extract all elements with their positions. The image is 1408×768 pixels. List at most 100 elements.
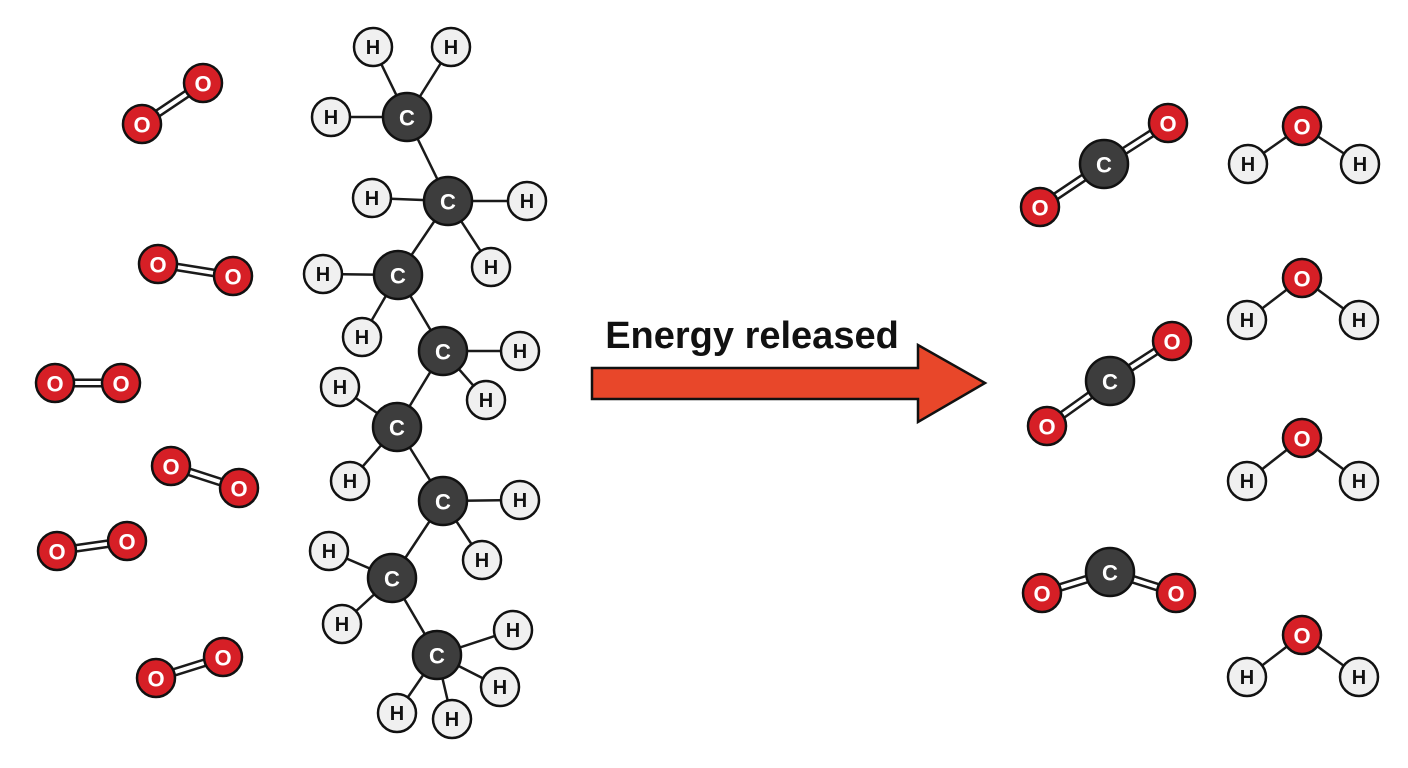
o2-5-oxygen-b-symbol: O [118, 530, 135, 555]
octane-hydrogen-2-1-symbol: H [365, 188, 379, 210]
o2-1-oxygen-a-symbol: O [133, 113, 150, 138]
octane-hydrogen-5-2-symbol: H [343, 471, 357, 493]
octane-hydrogen-6-2: H [461, 539, 503, 581]
h2o-4-hydrogen-1-symbol: H [1240, 667, 1254, 689]
octane-hydrogen-7-1: H [308, 530, 350, 572]
co2-1-carbon-circle [1078, 138, 1130, 190]
o2-3-oxygen-b: O [100, 362, 142, 404]
octane-hydrogen-8-3-circle [376, 692, 418, 734]
arrow-label: Energy released [605, 315, 899, 357]
o2-5-oxygen-a-symbol: O [48, 540, 65, 565]
octane-carbon-7: C [366, 552, 418, 604]
octane-hydrogen-1-3-symbol: H [324, 107, 338, 129]
co2-1-oxygen-1-circle [1019, 186, 1061, 228]
octane-carbon-5-symbol: C [389, 416, 405, 441]
octane-hydrogen-1-2-symbol: H [444, 37, 458, 59]
h2o-2-oxygen: O [1281, 257, 1323, 299]
h2o-3-hydrogen-2-symbol: H [1352, 471, 1366, 493]
octane-carbon-4: C [417, 325, 469, 377]
co2-2-oxygen-2: O [1151, 320, 1193, 362]
octane-carbon-8-symbol: C [429, 644, 445, 669]
octane-hydrogen-7-1-circle [308, 530, 350, 572]
o2-3-oxygen-a-circle [34, 362, 76, 404]
o2-6-oxygen-a: O [135, 657, 177, 699]
h2o-3-hydrogen-1-circle [1226, 460, 1268, 502]
octane-hydrogen-3-1-symbol: H [316, 264, 330, 286]
o2-3-oxygen-b-circle [100, 362, 142, 404]
octane-hydrogen-8-4-circle [431, 698, 473, 740]
octane-hydrogen-8-1-symbol: H [506, 620, 520, 642]
h2o-3-oxygen: O [1281, 417, 1323, 459]
octane-hydrogen-2-3: H [470, 246, 512, 288]
octane-hydrogen-5-2: H [329, 460, 371, 502]
octane-hydrogen-8-1-circle [492, 609, 534, 651]
h2o-4-hydrogen-1: H [1226, 656, 1268, 698]
co2-2-oxygen-1-circle [1026, 405, 1068, 447]
h2o-4-oxygen-symbol: O [1293, 624, 1310, 649]
octane-hydrogen-6-2-symbol: H [475, 550, 489, 572]
h2o-4-hydrogen-2: H [1338, 656, 1380, 698]
h2o-4-oxygen: O [1281, 614, 1323, 656]
co2-1-carbon: C [1078, 138, 1130, 190]
octane-hydrogen-8-4-symbol: H [445, 709, 459, 731]
co2-1-oxygen-1-symbol: O [1031, 196, 1048, 221]
octane-hydrogen-4-1-symbol: H [513, 341, 527, 363]
octane-carbon-8: C [411, 629, 463, 681]
octane-hydrogen-5-1: H [319, 366, 361, 408]
co2-3-oxygen-2-circle [1155, 572, 1197, 614]
octane-carbon-6-circle [417, 475, 469, 527]
co2-3-oxygen-2: O [1155, 572, 1197, 614]
octane-hydrogen-2-2: H [506, 180, 548, 222]
o2-4-oxygen-b-symbol: O [230, 477, 247, 502]
h2o-3-oxygen-symbol: O [1293, 427, 1310, 452]
h2o-1-hydrogen-2-symbol: H [1353, 154, 1367, 176]
octane-hydrogen-6-1-symbol: H [513, 490, 527, 512]
octane-hydrogen-3-2-circle [341, 316, 383, 358]
h2o-3-hydrogen-2-circle [1338, 460, 1380, 502]
h2o-1-hydrogen-2: H [1339, 143, 1381, 185]
octane-carbon-2-circle [422, 175, 474, 227]
octane-hydrogen-6-1-circle [499, 479, 541, 521]
reaction-arrow: Energy released [590, 315, 988, 425]
octane-hydrogen-7-2: H [321, 603, 363, 645]
octane-hydrogen-8-2-circle [479, 666, 521, 708]
octane-carbon-5-circle [371, 401, 423, 453]
h2o-4-oxygen-circle [1281, 614, 1323, 656]
octane-hydrogen-8-1: H [492, 609, 534, 651]
o2-4-oxygen-b: O [218, 467, 260, 509]
co2-1-oxygen-2-circle [1147, 102, 1189, 144]
o2-1-oxygen-a-circle [121, 103, 163, 145]
h2o-1-oxygen: O [1281, 105, 1323, 147]
octane-hydrogen-1-3-circle [310, 96, 352, 138]
co2-1-oxygen-1: O [1019, 186, 1061, 228]
co2-2-carbon: C [1084, 355, 1136, 407]
co2-1-oxygen-2: O [1147, 102, 1189, 144]
o2-6-oxygen-a-symbol: O [147, 667, 164, 692]
o2-4-oxygen-a-circle [150, 445, 192, 487]
h2o-4-hydrogen-1-circle [1226, 656, 1268, 698]
co2-2-oxygen-1-symbol: O [1038, 415, 1055, 440]
octane-hydrogen-1-1: H [352, 26, 394, 68]
h2o-3-oxygen-circle [1281, 417, 1323, 459]
octane-carbon-1-symbol: C [399, 106, 415, 131]
octane-carbon-5: C [371, 401, 423, 453]
co2-3-oxygen-1: O [1021, 572, 1063, 614]
octane-hydrogen-2-1-circle [351, 177, 393, 219]
octane-hydrogen-8-2: H [479, 666, 521, 708]
octane-hydrogen-5-1-circle [319, 366, 361, 408]
octane-carbon-1-circle [381, 91, 433, 143]
h2o-3-hydrogen-1-symbol: H [1240, 471, 1254, 493]
octane-hydrogen-8-2-symbol: H [493, 677, 507, 699]
h2o-3-hydrogen-2: H [1338, 460, 1380, 502]
octane-hydrogen-6-2-circle [461, 539, 503, 581]
octane-carbon-2-symbol: C [440, 190, 456, 215]
octane-hydrogen-2-2-symbol: H [520, 191, 534, 213]
h2o-4-hydrogen-2-circle [1338, 656, 1380, 698]
octane-hydrogen-1-3: H [310, 96, 352, 138]
octane-carbon-8-circle [411, 629, 463, 681]
o2-2-oxygen-a: O [137, 243, 179, 285]
octane-hydrogen-7-1-symbol: H [322, 541, 336, 563]
h2o-2-oxygen-symbol: O [1293, 267, 1310, 292]
arrow-shape [590, 342, 988, 425]
octane-hydrogen-7-2-circle [321, 603, 363, 645]
